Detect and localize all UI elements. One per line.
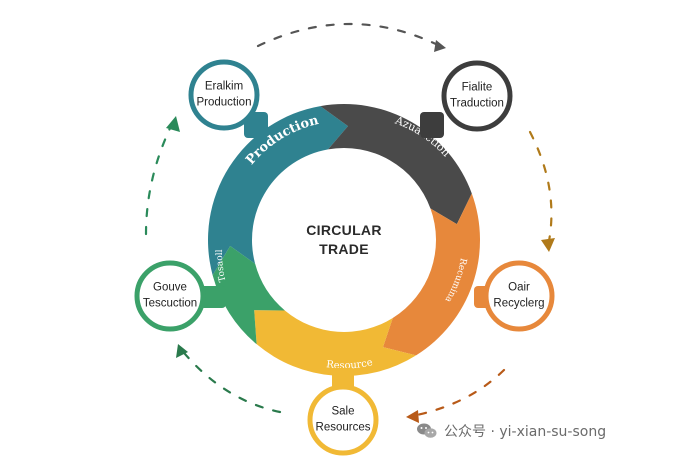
arrowhead-right [541, 238, 555, 252]
node-circle-top-right [441, 60, 513, 132]
center-title-line1: CIRCULAR [306, 222, 382, 239]
segment-tosaoll [212, 245, 285, 345]
node-circle-left [134, 260, 206, 332]
segment-label-resource: Resource [326, 357, 374, 371]
segment-resource [254, 310, 417, 376]
segment-recumina [382, 193, 480, 356]
node-circles [134, 59, 555, 456]
arrowhead-bottom-left [176, 344, 188, 358]
flow-arrow-left [144, 122, 174, 236]
flow-arrow-bottom-right [410, 368, 506, 418]
arrowhead-top [434, 40, 446, 52]
node-label-gouve-tescuction: Gouve Tescuction [142, 281, 198, 309]
watermark-text: 公众号 · yi-xian-su-song [444, 424, 607, 440]
arrowhead-left [166, 116, 180, 132]
node-circle-bottom [307, 384, 379, 456]
node-label-sale-resources: Sale Resources [315, 405, 371, 433]
connector-left [200, 286, 226, 308]
segment-production [208, 106, 348, 276]
connector-top-right [420, 112, 444, 138]
outer-flow-arrowheads [166, 40, 555, 423]
center-title-line2: TRADE [319, 241, 369, 257]
node-label-oair-recyclerg: Oair Recyclerg [493, 281, 545, 309]
center-title: CIRCULAR TRADE [264, 221, 424, 259]
node-circle-top-left [188, 59, 260, 131]
segment-azuaaction [320, 104, 472, 225]
node-label-fialite-traduction: Fialite Traduction [450, 81, 504, 109]
watermark: 公众号 · yi-xian-su-song [416, 419, 606, 443]
node-label-eralkim-production: Eralkim Production [196, 80, 252, 108]
flow-arrow-bottom-left [178, 346, 282, 414]
outer-flow-arrows [144, 22, 553, 418]
node-circle-right [483, 260, 555, 332]
flow-arrow-top [256, 22, 442, 48]
wechat-icon [417, 423, 437, 438]
cycle-ring [208, 104, 480, 376]
flow-arrow-right [528, 130, 553, 248]
arrowhead-bottom-right [406, 410, 419, 423]
segment-label-tosaoll: Tosaoll [215, 249, 228, 282]
